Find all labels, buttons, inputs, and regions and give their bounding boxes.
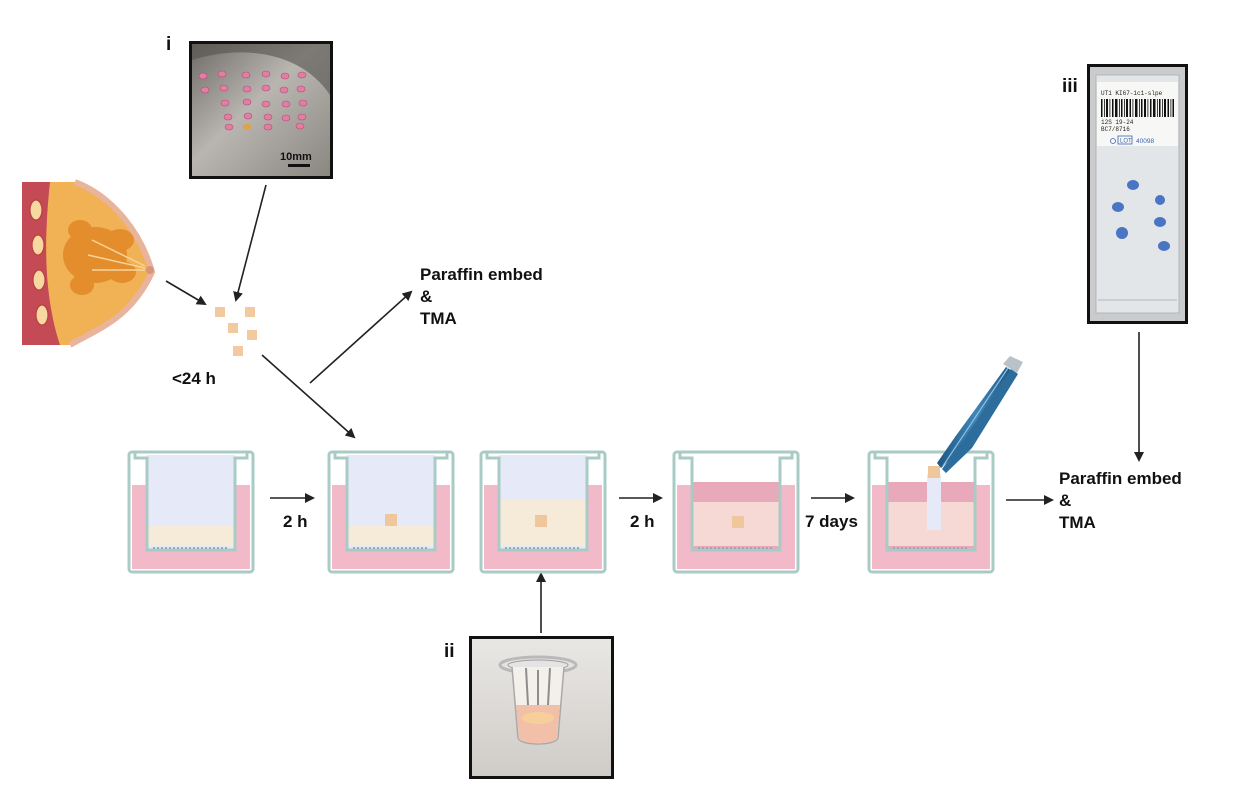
tissue-piece	[385, 514, 397, 526]
breast-illustration	[22, 179, 156, 348]
slide-date-text: 12S 19-24	[1101, 119, 1134, 126]
panel-iii-label: iii	[1062, 76, 1078, 97]
slide-lot-label: LOT	[1120, 139, 1132, 145]
arrows	[165, 184, 1144, 633]
step-2h-a-label: 2 h	[283, 512, 308, 531]
barcode	[1101, 99, 1174, 117]
well-1	[127, 450, 255, 574]
tweezers-icon	[937, 356, 1023, 473]
arrow-breast-to-pieces	[165, 280, 207, 306]
photo-iii-slide: UT1 KI67-1c1-slpe 12S 19-24 BC7/8716 LOT…	[1087, 64, 1188, 324]
lifted-insert-membrane	[927, 474, 941, 530]
paraffin-right-line2: &	[1059, 491, 1071, 510]
tissue-piece	[535, 515, 547, 527]
well-2	[327, 450, 455, 574]
paraffin-top-line1: Paraffin embed	[420, 265, 543, 284]
step-2h-b-label: 2 h	[630, 512, 655, 531]
paraffin-top-line3: TMA	[420, 309, 457, 328]
step-7days-label: 7 days	[805, 512, 858, 531]
paraffin-right-line3: TMA	[1059, 513, 1096, 532]
paraffin-top-line2: &	[420, 287, 432, 306]
scale-bar	[288, 164, 310, 167]
scale-bar-label: 10mm	[280, 151, 312, 163]
panel-ii-label: ii	[444, 641, 455, 662]
arrow-to-paraffin-top	[309, 290, 413, 384]
time-lt24-label: <24 h	[172, 369, 216, 388]
slide-lot-number: 40098	[1136, 138, 1154, 145]
photo-i-tissue-slices: 10mm	[189, 41, 333, 179]
paraffin-right-line1: Paraffin embed	[1059, 469, 1182, 488]
tissue-piece	[732, 516, 744, 528]
slide-code-text: BC7/8716	[1101, 126, 1130, 133]
arrow-photo-i-to-pieces	[233, 184, 267, 302]
tissue-piece	[928, 466, 940, 478]
stained-tissue-cores	[1112, 180, 1170, 251]
panel-i-label: i	[166, 34, 171, 55]
photo-ii-insert	[469, 636, 614, 779]
slide-barcode-text: UT1 KI67-1c1-slpe	[1101, 90, 1163, 97]
tissue-pieces	[215, 307, 257, 356]
well-4	[672, 450, 800, 574]
well-3	[479, 450, 607, 574]
well-5	[867, 450, 995, 574]
arrow-to-well-2	[261, 354, 356, 439]
